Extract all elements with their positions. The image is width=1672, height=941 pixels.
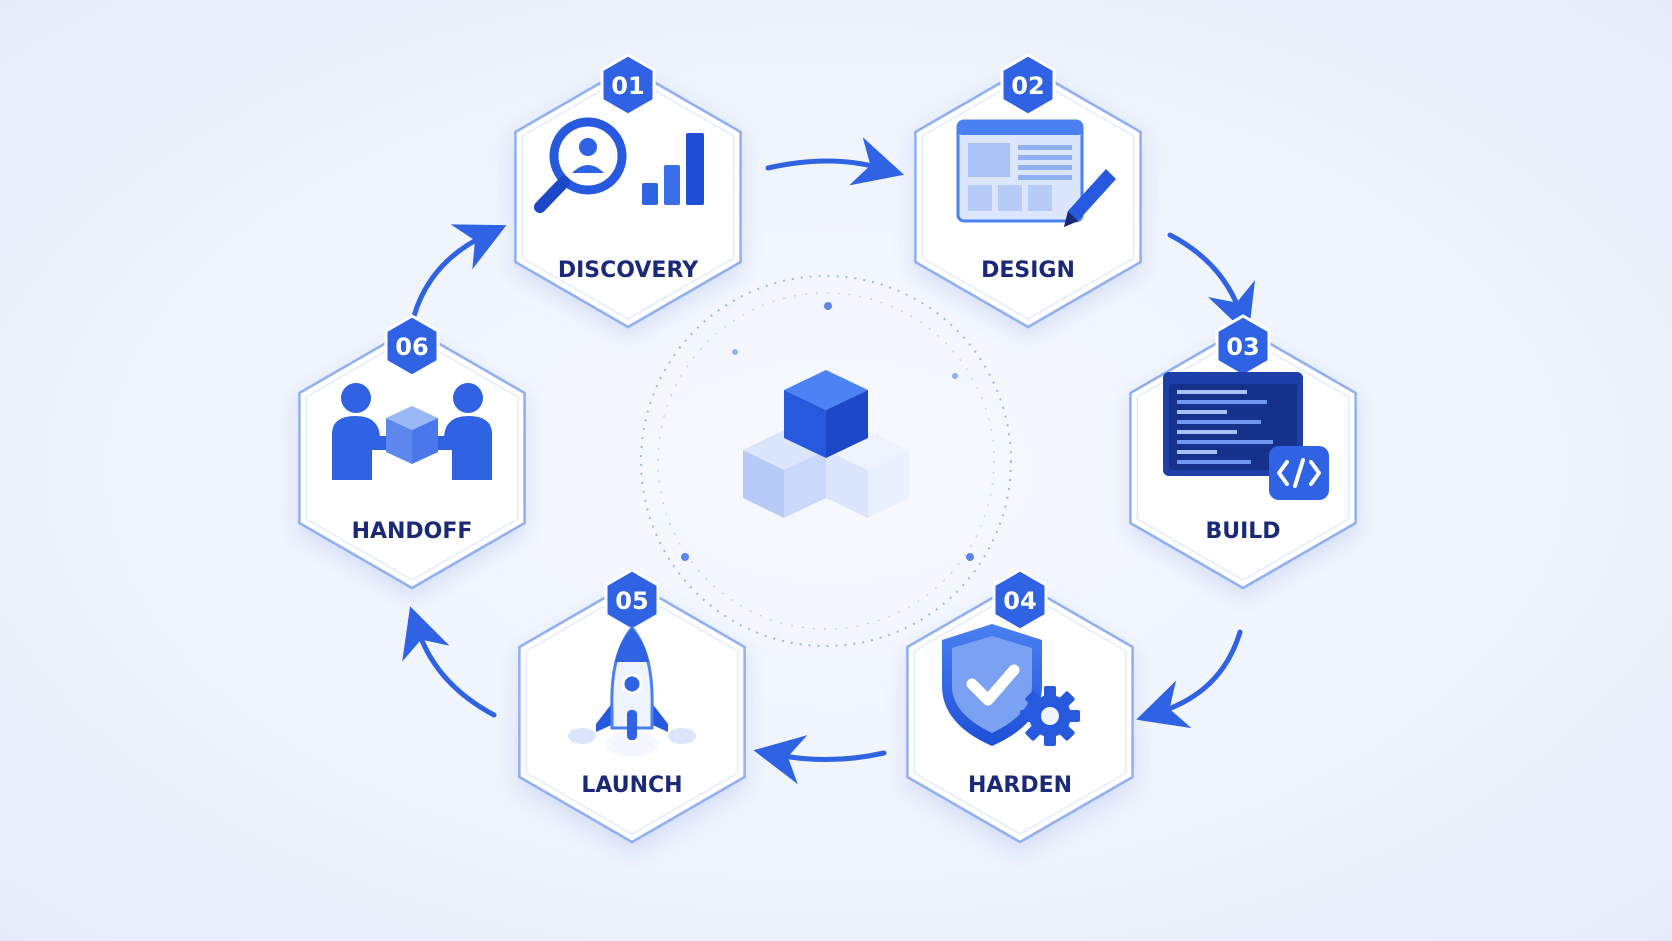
arrow-design-to-build	[1167, 232, 1256, 336]
center-ring	[640, 275, 1012, 647]
step-number-badge	[384, 314, 440, 378]
step-label: HANDOFF	[352, 519, 473, 544]
cycle-arrows	[402, 137, 1256, 785]
step-number-badge	[600, 53, 656, 117]
step-label: HARDEN	[968, 773, 1072, 798]
rocket-icon	[568, 625, 696, 757]
step-number: 01	[611, 72, 644, 100]
people-handing-box-icon	[332, 383, 492, 480]
step-number-badge	[1000, 53, 1056, 117]
step-number: 03	[1226, 333, 1259, 361]
hexagon-inner-border	[305, 335, 519, 581]
step-label: BUILD	[1205, 519, 1280, 544]
arrow-handoff-to-discovery	[411, 224, 507, 319]
step-label: DISCOVERY	[558, 258, 699, 283]
step-number: 02	[1011, 72, 1044, 100]
step-label: LAUNCH	[581, 773, 682, 798]
step-number-badge	[992, 568, 1048, 632]
magnifier-user-chart-icon	[534, 117, 704, 213]
code-window-icon	[1163, 372, 1329, 500]
hexagon-inner-border	[1136, 335, 1350, 581]
arrow-launch-to-handoff	[402, 606, 497, 718]
arrow-harden-to-launch	[753, 735, 887, 785]
stacked-cubes-icon	[743, 370, 909, 518]
wireframe-pencil-icon	[956, 119, 1116, 227]
step-number: 06	[395, 333, 428, 361]
hexagon-inner-border	[525, 589, 739, 835]
hexagon-inner-border	[521, 74, 735, 320]
hexagon-inner-border	[913, 589, 1127, 835]
arrow-build-to-harden	[1136, 629, 1243, 729]
step-number: 05	[615, 587, 648, 615]
step-number: 04	[1003, 587, 1036, 615]
shield-check-gear-icon	[942, 624, 1080, 746]
hexagon-inner-border	[921, 74, 1135, 320]
arrow-discovery-to-design	[765, 137, 905, 186]
step-label: DESIGN	[981, 258, 1075, 283]
